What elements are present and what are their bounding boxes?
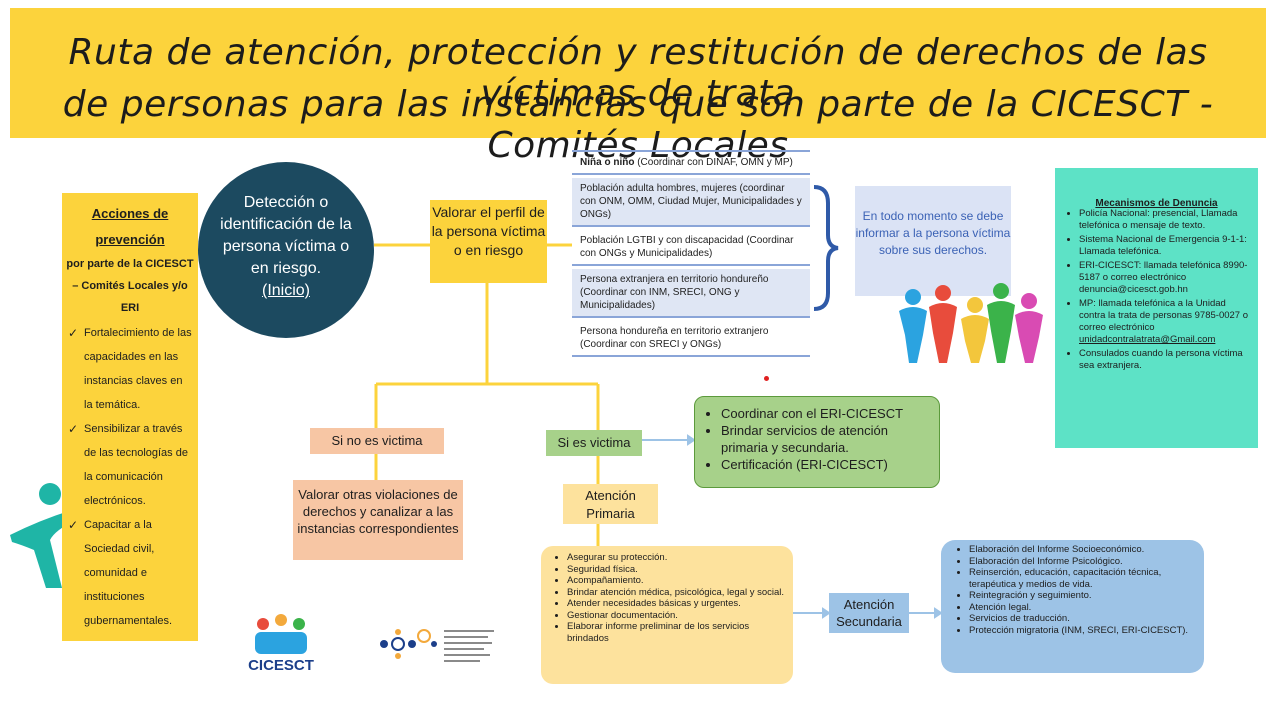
- population-item-text: (Coordinar con DINAF, OMN y MP): [634, 157, 793, 168]
- primary-care-list-box: Asegurar su protección. Seguridad física…: [541, 546, 793, 684]
- partner-logo-icon: [380, 629, 494, 662]
- cicesct-logo-icon: [255, 614, 307, 654]
- victim-action: Brindar servicios de atención primaria y…: [721, 422, 929, 456]
- primary-care-label: Atención Primaria: [563, 484, 658, 524]
- primary-item: Atender necesidades básicas y urgentes.: [567, 598, 785, 610]
- valorar-perfil-box: Valorar el perfil de la persona víctima …: [430, 200, 547, 283]
- mechanism-item: Sistema Nacional de Emergencia 9-1-1: Ll…: [1079, 234, 1248, 258]
- population-list: Niña o niño (Coordinar con DINAF, OMN y …: [572, 150, 810, 360]
- victim-action: Coordinar con el ERI-CICESCT: [721, 405, 929, 422]
- prevention-item: Fortalecimiento de las capacidades en la…: [66, 321, 194, 417]
- prevention-heading-2: prevención: [95, 232, 165, 247]
- secondary-item: Reintegración y seguimiento.: [969, 590, 1198, 602]
- red-dot: [764, 376, 769, 381]
- secondary-item: Elaboración del Informe Socioeconómico.: [969, 544, 1198, 556]
- mechanisms-heading: Mecanismos de Denuncia: [1095, 198, 1218, 209]
- mechanisms-panel: Mecanismos de Denuncia Policía Nacional:…: [1055, 168, 1258, 448]
- prevention-sub-1: por parte de la CICESCT: [66, 258, 194, 270]
- primary-item: Brindar atención médica, psicológica, le…: [567, 587, 785, 599]
- people-group-icon: [899, 283, 1043, 363]
- cicesct-logo: CICESCT: [243, 612, 319, 684]
- email-link[interactable]: unidadcontralatrata@Gmail.com: [1079, 334, 1216, 345]
- header-banner: Ruta de atención, protección y restituci…: [10, 8, 1266, 166]
- secondary-item: Protección migratoria (INM, SRECI, ERI-C…: [969, 625, 1198, 637]
- population-item: Persona hondureña en territorio extranje…: [572, 321, 810, 357]
- inicio-label: (Inicio): [261, 282, 310, 299]
- brace-icon: [810, 183, 840, 313]
- population-item: Persona extranjera en territorio hondure…: [572, 269, 810, 318]
- secondary-care-list-box: Elaboración del Informe Socioeconómico. …: [941, 540, 1204, 673]
- title-line-1: Ruta de atención, protección y restituci…: [68, 32, 1208, 114]
- population-item-text: Persona hondureña en territorio extranje…: [580, 326, 769, 350]
- victim-label: Si es victima: [546, 430, 642, 456]
- prevention-item: Sensibilizar a través de las tecnologías…: [66, 417, 194, 513]
- victim-action: Certificación (ERI-CICESCT): [721, 456, 929, 473]
- population-item-text: Población adulta hombres, mujeres (coord…: [580, 183, 802, 220]
- inform-rights-box: En todo momento se debe informar a la pe…: [855, 186, 1011, 296]
- detection-text: Detección o identificación de la persona…: [220, 194, 352, 277]
- population-item-bold: Niña o niño: [580, 157, 635, 168]
- population-item-text: Población LGTBI y con discapacidad (Coor…: [580, 235, 794, 259]
- mechanism-item: MP: llamada telefónica a la Unidad contr…: [1079, 298, 1248, 346]
- secondary-item: Servicios de traducción.: [969, 613, 1198, 625]
- primary-item: Elaborar informe preliminar de los servi…: [567, 621, 785, 644]
- prevention-sub-2: – Comités Locales y/o: [72, 280, 188, 292]
- no-victim-action: Valorar otras violaciones de derechos y …: [293, 480, 463, 560]
- primary-item: Asegurar su protección.: [567, 552, 785, 564]
- population-item: Población adulta hombres, mujeres (coord…: [572, 178, 810, 227]
- person-figure-icon: [10, 483, 76, 588]
- victim-actions-list: Coordinar con el ERI-CICESCT Brindar ser…: [705, 405, 929, 473]
- detection-circle: Detección o identificación de la persona…: [198, 162, 374, 338]
- no-victim-label: Si no es victima: [310, 428, 444, 454]
- cicesct-logo-text: CICESCT: [248, 657, 314, 674]
- secondary-item: Elaboración del Informe Psicológico.: [969, 556, 1198, 568]
- victim-actions-box: Coordinar con el ERI-CICESCT Brindar ser…: [694, 396, 940, 488]
- primary-item: Gestionar documentación.: [567, 610, 785, 622]
- primary-item: Seguridad física.: [567, 564, 785, 576]
- secondary-care-label: Atención Secundaria: [829, 593, 909, 633]
- secondary-care-list: Elaboración del Informe Socioeconómico. …: [949, 544, 1198, 636]
- prevention-item: Capacitar a la Sociedad civil, comunidad…: [66, 513, 194, 633]
- mechanism-item: Policía Nacional: presencial, Llamada te…: [1079, 208, 1248, 232]
- primary-item: Acompañamiento.: [567, 575, 785, 587]
- mechanism-item: Consulados cuando la persona víctima sea…: [1079, 348, 1248, 372]
- prevention-panel: Acciones de prevención por parte de la C…: [62, 193, 198, 641]
- population-item-text: Persona extranjera en territorio hondure…: [580, 274, 769, 311]
- secondary-item: Atención legal.: [969, 602, 1198, 614]
- primary-care-list: Asegurar su protección. Seguridad física…: [549, 552, 785, 644]
- population-item: Niña o niño (Coordinar con DINAF, OMN y …: [572, 150, 810, 175]
- mechanism-item: ERI-CICESCT: llamada telefónica 8990-518…: [1079, 260, 1248, 296]
- title-line-2: de personas para las instancias que son …: [62, 84, 1214, 166]
- secondary-item: Reinserción, educación, capacitación téc…: [969, 567, 1198, 590]
- prevention-list: Fortalecimiento de las capacidades en la…: [66, 321, 194, 633]
- mechanism-item-text: MP: llamada telefónica a la Unidad contr…: [1079, 298, 1249, 333]
- population-item: Población LGTBI y con discapacidad (Coor…: [572, 230, 810, 266]
- mechanisms-list: Policía Nacional: presencial, Llamada te…: [1065, 208, 1248, 372]
- prevention-heading-1: Acciones de: [91, 206, 169, 221]
- prevention-sub-3: ERI: [120, 302, 140, 314]
